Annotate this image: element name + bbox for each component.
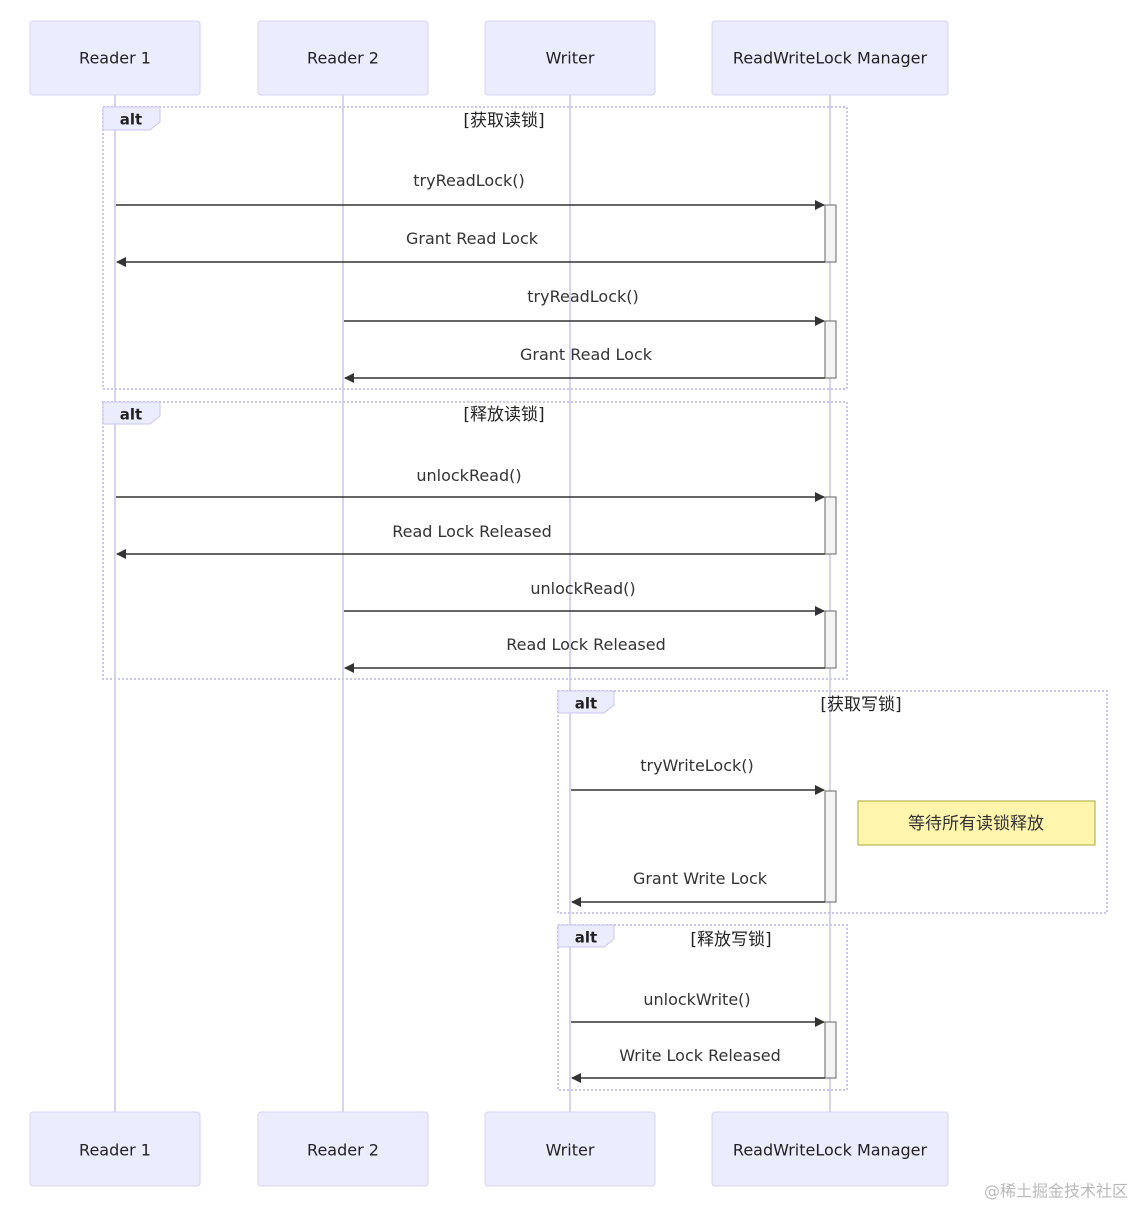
alt-frame-release-write: alt [释放写锁] xyxy=(557,924,848,1091)
frame-kind-label: alt xyxy=(120,406,142,424)
participant-label: Reader 2 xyxy=(307,1141,379,1160)
message-grant-write-lock: Grant Write Lock xyxy=(571,869,825,907)
participant-writer-bottom: Writer xyxy=(484,1111,656,1187)
activation-bar xyxy=(824,1021,837,1079)
participant-label: ReadWriteLock Manager xyxy=(733,49,928,68)
alt-frame-acquire-read: alt [获取读锁] xyxy=(102,106,848,390)
activation-bar xyxy=(824,610,837,669)
participant-label: Reader 1 xyxy=(79,49,151,68)
watermark: @稀土掘金技术社区 xyxy=(984,1182,1128,1201)
message-try-read-lock-reader2: tryReadLock() xyxy=(344,287,825,326)
message-read-lock-released-reader2: Read Lock Released xyxy=(344,635,825,673)
participant-manager-bottom: ReadWriteLock Manager xyxy=(711,1111,949,1187)
message-grant-read-lock-reader1: Grant Read Lock xyxy=(116,229,825,267)
participant-reader1-top: Reader 1 xyxy=(29,20,201,96)
message-read-lock-released-reader1: Read Lock Released xyxy=(116,522,825,559)
message-label: tryReadLock() xyxy=(413,171,525,190)
frame-condition: [获取写锁] xyxy=(820,695,901,715)
note-text: 等待所有读锁释放 xyxy=(908,814,1044,834)
frame-condition: [获取读锁] xyxy=(463,111,544,131)
alt-frame-release-read: alt [释放读锁] xyxy=(102,401,848,680)
participant-label: Writer xyxy=(546,1141,595,1160)
message-label: Grant Read Lock xyxy=(520,345,653,364)
message-label: unlockWrite() xyxy=(643,990,750,1009)
participant-label: Reader 2 xyxy=(307,49,379,68)
note-wait-for-readers: 等待所有读锁释放 xyxy=(857,800,1096,846)
message-unlock-read-reader2: unlockRead() xyxy=(344,579,825,616)
message-unlock-read-reader1: unlockRead() xyxy=(116,466,825,502)
message-grant-read-lock-reader2: Grant Read Lock xyxy=(344,345,825,383)
message-label: Grant Write Lock xyxy=(633,869,768,888)
message-label: Read Lock Released xyxy=(392,522,552,541)
participant-writer-top: Writer xyxy=(484,20,656,96)
frame-kind-label: alt xyxy=(575,929,597,947)
participant-reader2-top: Reader 2 xyxy=(257,20,429,96)
participant-reader1-bottom: Reader 1 xyxy=(29,1111,201,1187)
message-try-write-lock: tryWriteLock() xyxy=(571,756,825,795)
activation-bar xyxy=(824,790,837,903)
message-label: Grant Read Lock xyxy=(406,229,539,248)
participant-label: Writer xyxy=(546,49,595,68)
frame-kind-label: alt xyxy=(120,111,142,129)
message-unlock-write: unlockWrite() xyxy=(571,990,825,1027)
participant-manager-top: ReadWriteLock Manager xyxy=(711,20,949,96)
alt-frame-acquire-write: alt [获取写锁] xyxy=(557,690,1108,914)
activation-bar xyxy=(824,320,837,379)
message-label: tryWriteLock() xyxy=(640,756,754,775)
frame-condition: [释放读锁] xyxy=(463,405,544,425)
message-label: Read Lock Released xyxy=(506,635,666,654)
activation-bar xyxy=(824,204,837,263)
message-write-lock-released: Write Lock Released xyxy=(571,1046,825,1083)
participant-label: ReadWriteLock Manager xyxy=(733,1141,928,1160)
message-label: unlockRead() xyxy=(530,579,635,598)
message-label: unlockRead() xyxy=(416,466,521,485)
frame-kind-label: alt xyxy=(575,695,597,713)
participant-label: Reader 1 xyxy=(79,1141,151,1160)
message-label: Write Lock Released xyxy=(619,1046,781,1065)
activation-bar xyxy=(824,496,837,555)
frame-condition: [释放写锁] xyxy=(690,930,771,950)
message-label: tryReadLock() xyxy=(527,287,639,306)
participant-reader2-bottom: Reader 2 xyxy=(257,1111,429,1187)
message-try-read-lock-reader1: tryReadLock() xyxy=(116,171,825,210)
